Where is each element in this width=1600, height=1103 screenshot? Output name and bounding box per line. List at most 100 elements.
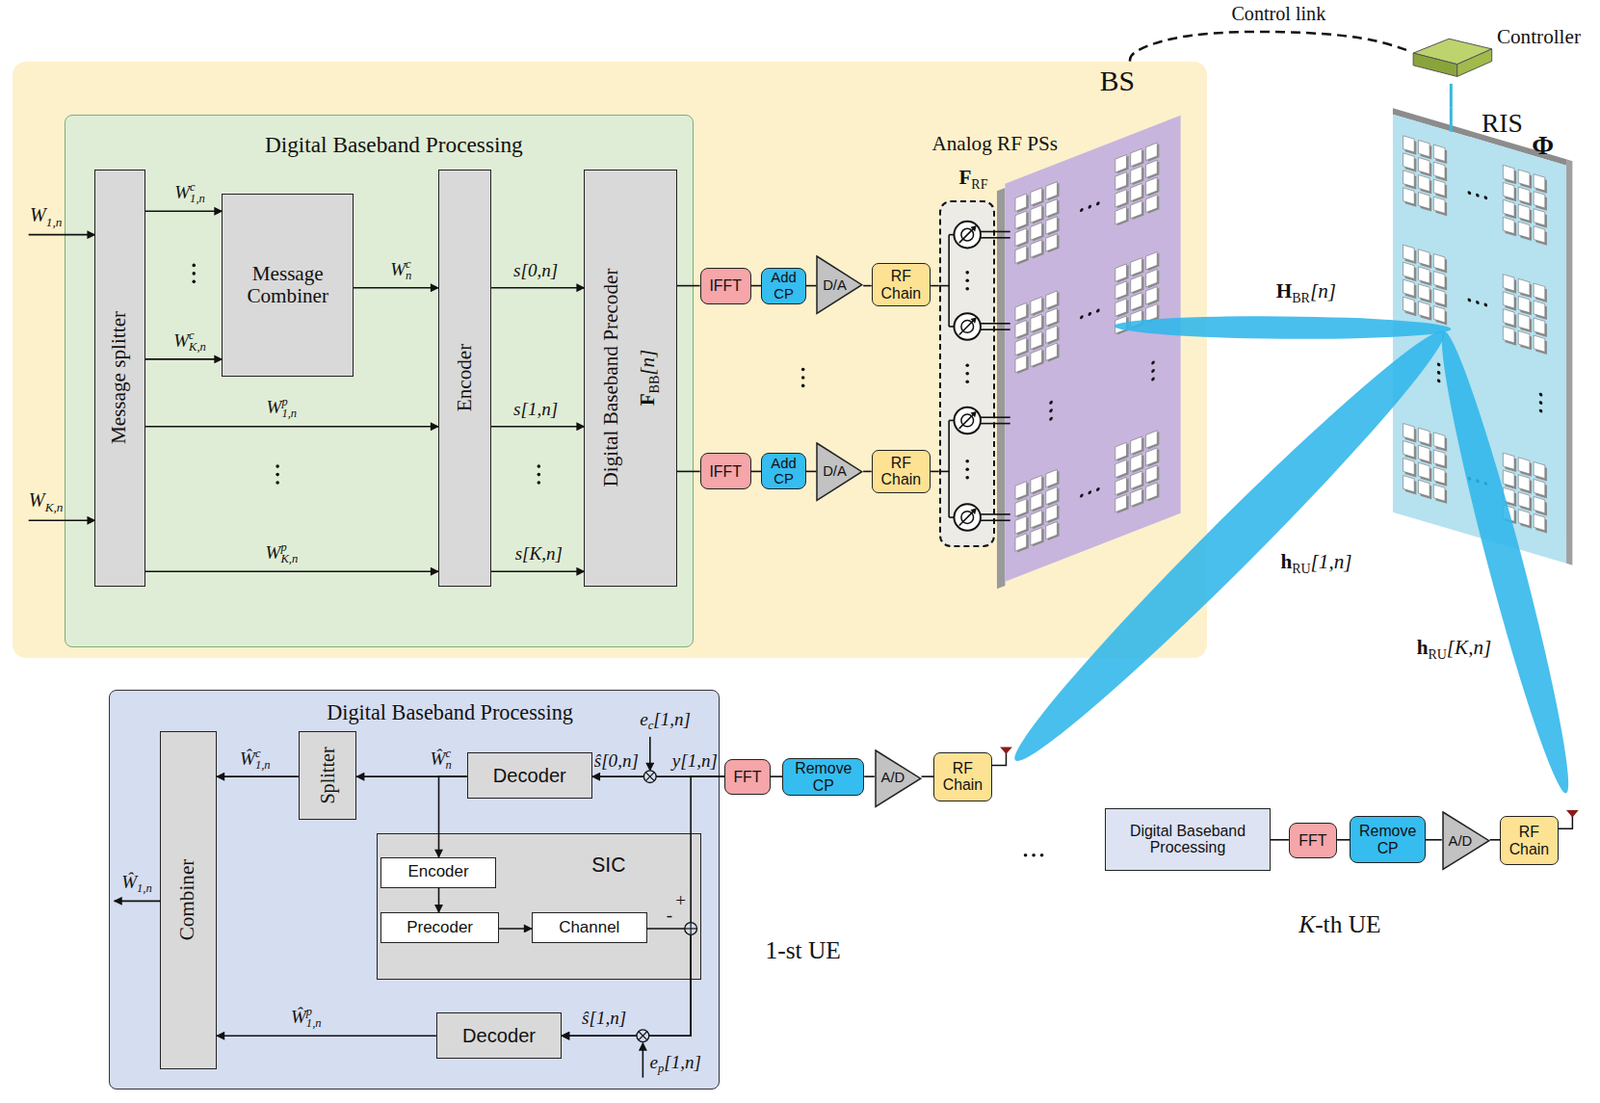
drawing-part	[1520, 224, 1532, 241]
drawing-part	[1030, 493, 1043, 511]
drawing-part	[1132, 472, 1145, 490]
glyph-run: [1,n]	[1311, 550, 1353, 574]
drawing-part	[1435, 256, 1447, 273]
drawing-part	[1518, 313, 1530, 330]
drawing-part	[801, 384, 806, 389]
drawing-part	[947, 235, 950, 327]
drawing-part	[1079, 493, 1084, 499]
text-holder: RF Chain	[934, 753, 991, 801]
glyph-run: 1,n	[189, 192, 206, 207]
drawing-part	[1433, 196, 1445, 213]
drawing-part	[1146, 269, 1158, 288]
drawing-part	[1433, 271, 1445, 289]
drawing-part	[1148, 305, 1160, 323]
drawing-part	[1046, 234, 1058, 252]
drawing-part	[1518, 457, 1530, 474]
glyph-run: [1,n]	[663, 1051, 702, 1073]
drawing-part	[1405, 247, 1417, 264]
glyph-run: BB	[646, 375, 661, 394]
drawing-part	[961, 320, 974, 334]
signal-block: RF Chain	[871, 449, 931, 493]
drawing-part	[1130, 453, 1143, 472]
glyph-run: W	[28, 489, 46, 511]
drawing-part	[1132, 202, 1145, 220]
drawing-part	[965, 459, 970, 464]
drawing-part	[959, 412, 976, 429]
drawing-part	[1046, 216, 1058, 235]
glyph-run: 1-st UE	[765, 936, 841, 964]
drawing-part	[1502, 182, 1515, 199]
text-holder: FFT	[725, 760, 770, 794]
signal-name: HBR[n]	[1276, 280, 1337, 306]
drawing-part	[1032, 240, 1045, 259]
drawing-part	[1032, 298, 1045, 316]
drawing-part	[1535, 176, 1548, 193]
drawing-part	[1017, 339, 1029, 357]
drawing-part	[1518, 278, 1530, 295]
drawing-part	[1117, 282, 1129, 300]
drawing-part	[1048, 343, 1060, 362]
drawing-part	[1533, 513, 1546, 530]
drawing-part	[1017, 356, 1029, 374]
drawing-part	[1420, 482, 1433, 499]
drawing-part	[801, 367, 806, 372]
drawing-part	[1117, 208, 1129, 226]
drawing-part	[959, 226, 976, 243]
glyph-run: K,n	[45, 499, 64, 515]
node-label: Remove CP	[787, 760, 859, 794]
control-link	[1129, 31, 1409, 62]
drawing-part	[684, 927, 698, 929]
drawing-part	[1130, 165, 1143, 184]
signal-line	[1490, 839, 1501, 841]
drawing-part	[1030, 222, 1043, 240]
signal-block: IFFT	[700, 452, 752, 490]
drawing-part	[1132, 293, 1145, 312]
drawing-part	[1502, 216, 1515, 234]
node-label: D/A	[822, 276, 847, 292]
drawing-part	[1417, 479, 1430, 497]
signal-name: -	[666, 905, 673, 926]
drawing-part	[965, 279, 970, 284]
drawing-part	[1502, 326, 1515, 343]
text-holder: Decoder	[437, 1013, 561, 1058]
drawing-part	[1392, 107, 1567, 165]
triangle-shape	[816, 443, 863, 500]
drawing-part	[1435, 290, 1447, 308]
drawing-part	[1023, 853, 1028, 858]
drawing-part	[1148, 196, 1160, 214]
drawing-part	[1130, 488, 1143, 506]
edge-label: WcK,n	[173, 329, 207, 355]
drawing-part	[1115, 315, 1128, 334]
drawing-part	[999, 746, 1013, 754]
drawing-part	[1115, 155, 1128, 173]
text-holder: Message Combiner	[222, 194, 353, 377]
drawing-part	[1017, 534, 1029, 552]
node-label: BS	[1100, 64, 1135, 97]
drawing-part	[1146, 430, 1158, 448]
process-box: Message Combiner	[221, 193, 354, 378]
node-label: Decoder	[493, 764, 567, 787]
drawing-part	[1405, 190, 1417, 208]
device-caption: K-th UE	[1298, 911, 1381, 939]
drawing-part	[961, 511, 974, 525]
text-holder: FFT	[1289, 823, 1337, 858]
drawing-part	[1535, 320, 1548, 338]
drawing-part	[1049, 408, 1053, 414]
controller-icon	[1413, 38, 1493, 77]
glyph-run: h	[1416, 635, 1429, 659]
drawing-part	[1032, 476, 1045, 495]
edge-label: Control link	[1228, 2, 1329, 25]
signal-arrow	[438, 888, 441, 913]
drawing-part	[1032, 206, 1045, 224]
drawing-part	[965, 475, 970, 480]
drawing-part	[1117, 444, 1129, 462]
text-holder: Digital Baseband Processing	[1105, 809, 1270, 870]
drawing-part	[1017, 517, 1029, 535]
drawing-part	[1535, 516, 1548, 533]
signal-name: ŝ[0,n]	[594, 751, 639, 772]
drawing-part	[1046, 182, 1058, 200]
drawing-part	[1048, 183, 1060, 201]
node-label: IFFT	[708, 277, 742, 294]
signal-line	[930, 285, 939, 288]
edge-label: s[K,n]	[515, 544, 563, 565]
